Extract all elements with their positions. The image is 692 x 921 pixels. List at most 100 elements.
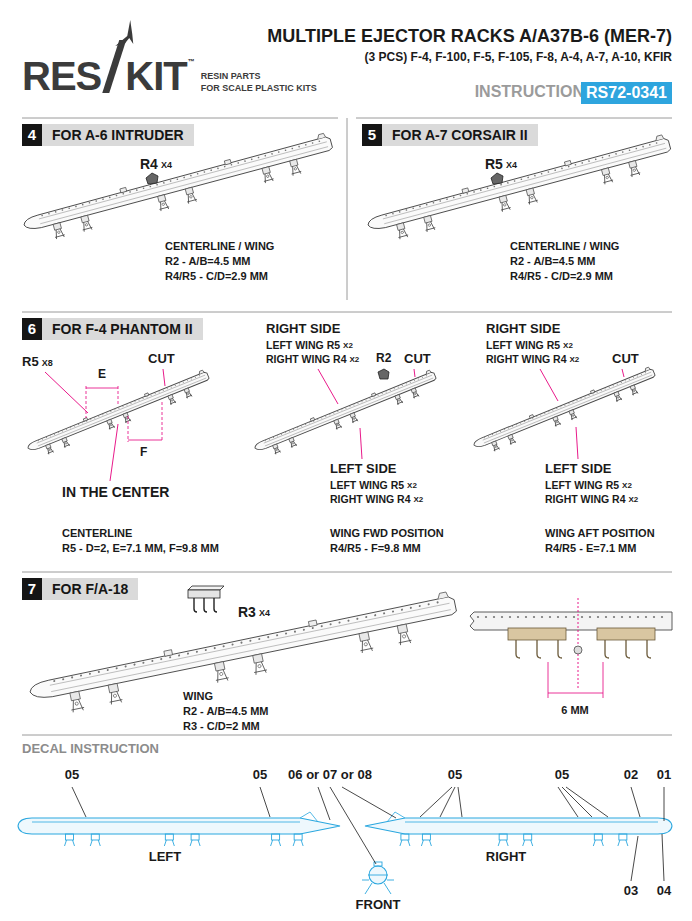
shackle-legs <box>158 200 170 211</box>
rack-hole <box>641 374 642 375</box>
rack-hole <box>341 409 342 410</box>
rack-hole <box>293 429 294 430</box>
shackle-pin <box>414 393 416 395</box>
rack-hole <box>560 406 561 407</box>
dimension-line <box>86 388 118 389</box>
rack-hole <box>338 621 340 623</box>
rack-hole <box>179 383 180 384</box>
step-number-box: 5 <box>362 124 382 146</box>
shackle-legs <box>70 699 85 713</box>
rack-hole <box>382 393 383 394</box>
rack-hole <box>156 184 158 186</box>
rack-hole <box>199 375 200 376</box>
rack-hole <box>541 173 543 175</box>
rack-body <box>28 596 457 701</box>
rack-hole <box>385 214 387 216</box>
decal-legs <box>400 840 410 846</box>
leader-line <box>540 369 558 401</box>
rack-hole <box>78 424 79 425</box>
shackle-pin <box>219 672 223 676</box>
rack-spine <box>39 142 328 224</box>
ejector-rack <box>25 369 213 461</box>
rack-hole <box>41 214 43 216</box>
leader-line <box>342 787 396 818</box>
shackle-legs <box>569 413 577 420</box>
decal-shackle <box>66 834 74 840</box>
dimension-note: 6 MM <box>561 704 589 717</box>
shackle-pin <box>556 421 558 423</box>
note-text: LEFT WING R5 <box>266 339 340 351</box>
logo-text: KIT <box>125 56 186 96</box>
callout-number: 06 or 07 or 08 <box>288 768 372 783</box>
rack-body <box>22 136 333 232</box>
rack-hole <box>71 676 73 678</box>
rule-line <box>347 118 348 300</box>
rack-hole <box>576 400 577 401</box>
rack-hole <box>155 393 156 394</box>
note-text: WING AFT POSITION <box>545 527 655 540</box>
rack-hole <box>394 388 395 389</box>
rack-hole <box>564 405 565 406</box>
shackle-pin <box>401 231 404 234</box>
callout-number: 02 <box>624 768 638 783</box>
rack-hole <box>477 616 479 618</box>
rack-hole <box>321 417 322 418</box>
rack-hole <box>480 189 482 191</box>
shackle-legs <box>290 165 302 176</box>
part-icon <box>146 173 158 184</box>
rack-hole <box>625 380 626 381</box>
rack-hole <box>568 166 570 168</box>
rack-hole <box>392 610 394 612</box>
rack-hole <box>142 398 143 399</box>
shackle-legs <box>424 221 436 232</box>
rack-spine <box>264 375 434 446</box>
step-number-box: 4 <box>22 124 42 146</box>
rack-hole <box>605 388 606 389</box>
shackle-hook <box>605 640 609 658</box>
rack-hole <box>633 377 634 378</box>
rack-hole <box>357 403 358 404</box>
rack-body <box>26 371 209 452</box>
rack-hole <box>517 616 519 618</box>
shackle-hook <box>558 640 562 658</box>
rack-hole <box>107 669 109 671</box>
rack-hole <box>613 616 615 618</box>
leader-line <box>360 428 362 459</box>
rack-hole <box>115 667 117 669</box>
suspension-lug <box>310 418 314 422</box>
rule-line <box>22 118 338 119</box>
decal-shackle <box>619 834 627 840</box>
rack-hole <box>622 151 624 153</box>
shackle-legs <box>508 438 516 445</box>
rack-hole <box>377 395 378 396</box>
shackle-pin <box>617 397 619 399</box>
rack-hole <box>126 404 127 405</box>
shackle-pin <box>187 393 189 395</box>
rack-hole <box>195 377 196 378</box>
side-heading: RIGHT SIDE <box>486 322 560 337</box>
part-leg <box>204 598 207 612</box>
rack-hole <box>557 616 559 618</box>
decal-legs <box>164 840 174 846</box>
rear-fitting <box>655 135 664 141</box>
rack-hole <box>325 416 326 417</box>
rack-hole <box>281 434 282 435</box>
shackle-legs <box>273 447 281 454</box>
shackle-legs <box>397 631 412 645</box>
rack-hole <box>318 140 320 142</box>
shackle-pin <box>572 415 574 417</box>
dimension-note: R3 - C/D=2 MM <box>183 720 260 733</box>
rack-hole <box>597 616 599 618</box>
rack-hole <box>106 412 107 413</box>
shackle-legs <box>214 669 229 683</box>
shackle-hook <box>537 640 541 658</box>
rack-hole <box>240 641 242 643</box>
rack-hole <box>414 380 415 381</box>
shackle-pin <box>398 400 400 402</box>
leader-line <box>330 787 376 864</box>
shackle-legs <box>168 398 176 405</box>
rack-hole <box>580 398 581 399</box>
shackle-pin <box>633 169 636 172</box>
shackle-legs <box>526 193 538 204</box>
cut-mark: CUT <box>148 352 175 367</box>
